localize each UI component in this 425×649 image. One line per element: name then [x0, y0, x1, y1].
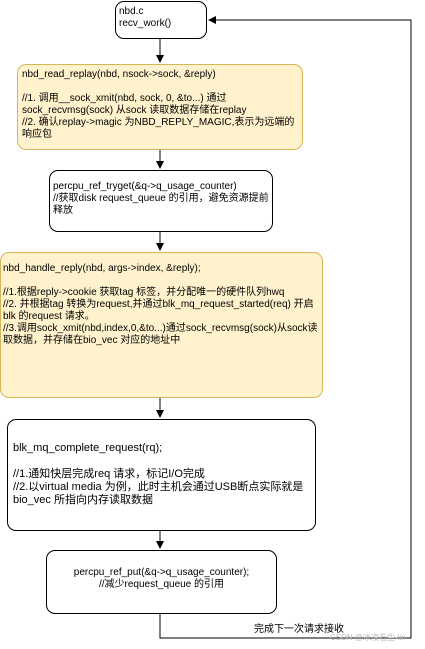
loop-label: 完成下一次请求接收: [252, 624, 346, 636]
watermark: CSDN @冰凌石生-lin: [330, 633, 406, 642]
percpu-ref-put-node: percpu_ref_put(&q->q_usage_counter); //减…: [46, 550, 277, 614]
recv-work-node: nbd.c recv_work(): [115, 1, 207, 39]
percpu-ref-tryget-node: percpu_ref_tryget(&q->q_usage_counter) /…: [49, 170, 273, 232]
nbd-read-replay-node: nbd_read_replay(nbd, nsock->sock, &reply…: [17, 64, 303, 150]
loop-back-connector: [159, 16, 412, 639]
nbd-handle-reply-node: nbd_handle_reply(nbd, args->index, &repl…: [0, 252, 323, 398]
blk-mq-complete-request-node: blk_mq_complete_request(rq); //1.通知快层完成r…: [7, 419, 316, 531]
